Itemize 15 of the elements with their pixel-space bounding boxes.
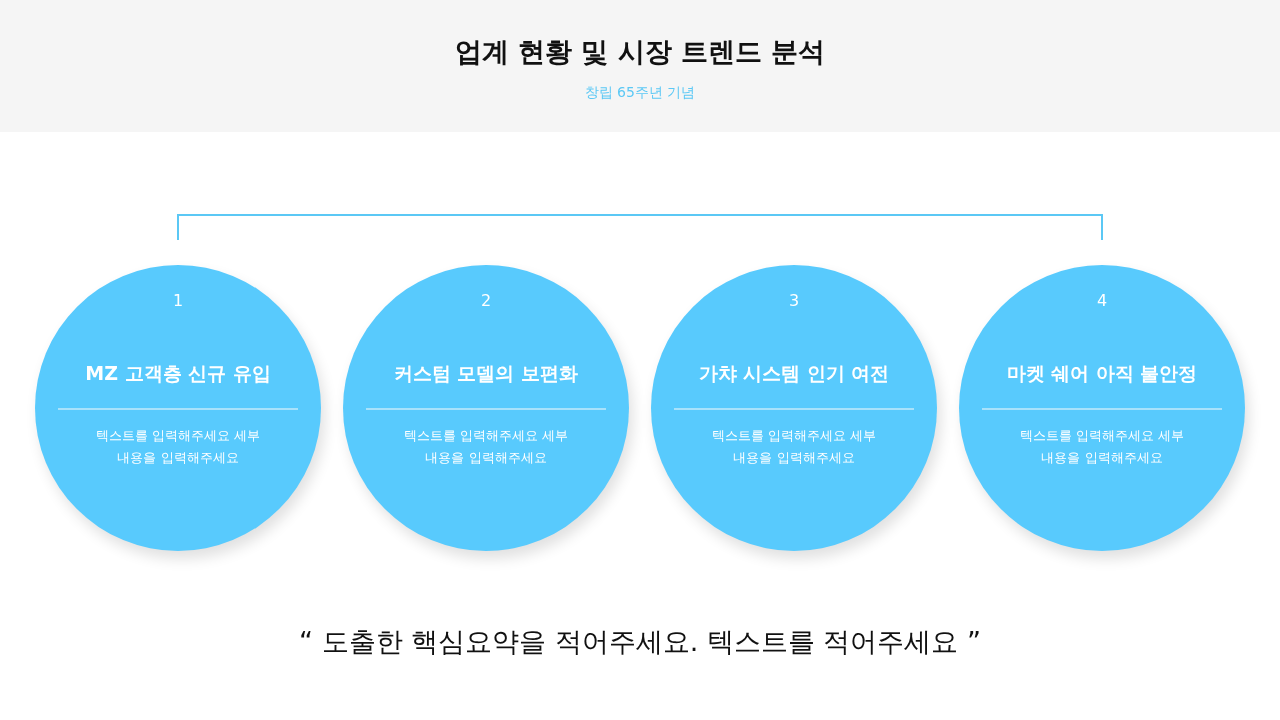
summary-quote: “ 도출한 핵심요약을 적어주세요. 텍스트를 적어주세요 ” bbox=[297, 625, 983, 659]
number-label: 1 bbox=[171, 291, 185, 310]
description: 텍스트를 입력해주세요 세부 내용을 입력해주세요 bbox=[402, 427, 570, 467]
number-label: 3 bbox=[787, 291, 801, 310]
circle-title: 마켓 쉐어 아직 불안정 bbox=[1005, 361, 1199, 386]
number-label: 4 bbox=[1095, 291, 1109, 310]
description: 텍스트를 입력해주세요 세부 내용을 입력해주세요 bbox=[710, 427, 878, 467]
title: 업계 현황 및 시장 트렌드 분석 bbox=[453, 35, 827, 69]
description: 텍스트를 입력해주세요 세부 내용을 입력해주세요 bbox=[94, 427, 262, 467]
circle-title: 커스텀 모델의 보편화 bbox=[392, 361, 580, 386]
circle-title: 가챠 시스템 인기 여전 bbox=[697, 361, 891, 386]
subtitle: 창립 65주년 기념 bbox=[583, 84, 697, 102]
number-label: 2 bbox=[479, 291, 493, 310]
circle-title: MZ 고객층 신규 유입 bbox=[84, 361, 272, 386]
description: 텍스트를 입력해주세요 세부 내용을 입력해주세요 bbox=[1018, 427, 1186, 467]
